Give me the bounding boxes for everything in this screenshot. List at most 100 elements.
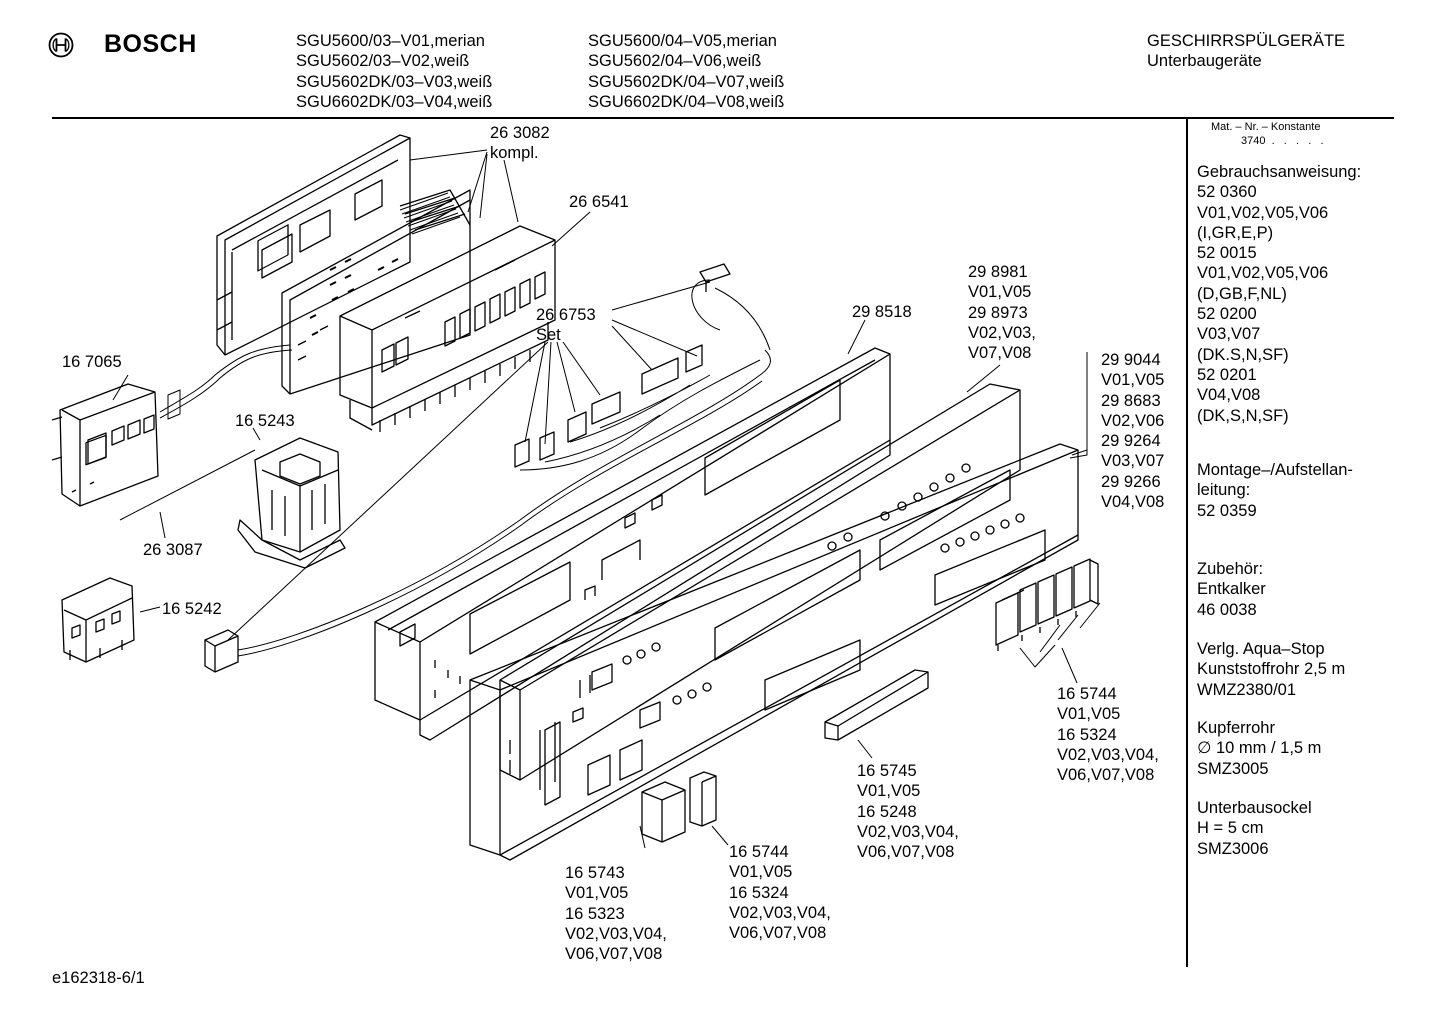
text-line: Kunststoffrohr 2,5 m (1197, 660, 1346, 679)
text-line: leitung: (1197, 481, 1251, 500)
text-line: 16 5743 (565, 864, 625, 882)
text-line: GESCHIRRSPÜLGERÄTE (1147, 32, 1346, 50)
text-line: SGU5602DK/04–V07,weiß (588, 72, 785, 91)
text-line: 16 5242 (162, 600, 222, 618)
text-line: kompl. (490, 144, 539, 163)
text-line: V06,V07,V08 (729, 924, 827, 943)
text-line: V02,V03, (968, 323, 1036, 342)
text-line: 29 8518 (852, 303, 912, 321)
ribbon-cable (399, 192, 461, 235)
text-line: SMZ3005 (1197, 759, 1269, 778)
text-line: 16 5744 (1057, 685, 1117, 703)
main-frame (374, 347, 891, 741)
text-line: V01,V05 (1057, 705, 1121, 724)
text-line: SMZ3006 (1197, 839, 1269, 858)
text-line: Unterbaugeräte (1147, 52, 1262, 71)
text-line: V01,V05 (565, 884, 629, 903)
text-line: V02,V03,V04, (1057, 745, 1159, 764)
text-line: SGU5602DK/03–V03,weiß (296, 72, 493, 91)
text-line: V02,V03,V04, (857, 822, 959, 841)
text-line: 16 5248 (857, 802, 917, 821)
connector-cable (159, 344, 293, 420)
text-line: 16 5324 (729, 883, 789, 902)
front-panel-outer (469, 443, 1079, 861)
text-line: V07,V08 (968, 344, 1032, 363)
text-line: SGU5600/04–V05,merian (588, 32, 777, 50)
text-line: V01,V05 (1101, 371, 1165, 390)
text-line: V01,V05 (968, 283, 1032, 302)
label-165242: 16 5242 (162, 599, 222, 619)
text-line: V04,V08 (1197, 386, 1261, 405)
text-line: Zubehör: (1197, 560, 1264, 578)
text-line: 52 0200 (1197, 305, 1257, 324)
text-line: 16 5243 (235, 412, 295, 430)
text-line: Set (536, 326, 561, 345)
wire-263087 (119, 449, 256, 521)
label-bracket (1071, 449, 1088, 456)
text-line: 16 5323 (565, 904, 625, 923)
control-module (339, 225, 556, 432)
text-line: V02,V06 (1101, 411, 1165, 430)
text-line: 26 6541 (569, 193, 629, 211)
text-line: Unterbausockel (1197, 799, 1312, 817)
front-panel-inner (499, 383, 1021, 790)
text-line: 52 0201 (1197, 365, 1257, 384)
text-line: SGU5602/03–V02,weiß (296, 52, 470, 71)
text-line: H = 5 cm (1197, 819, 1264, 838)
text-line: 16 7065 (62, 353, 122, 371)
text-line: 16 5324 (1057, 725, 1117, 744)
text-line: 26 3082 (490, 124, 550, 142)
text-line: (I,GR,E,P) (1197, 223, 1274, 242)
text-line: V06,V07,V08 (565, 945, 663, 964)
text-line: V06,V07,V08 (857, 843, 955, 862)
leader-lines (112, 149, 1101, 849)
text-line: 26 6753 (536, 306, 596, 324)
header-rule (52, 117, 1394, 119)
mat-nr-label: Mat. – Nr. – Konstante (1211, 121, 1321, 133)
text-line: SGU5600/03–V01,merian (296, 32, 485, 50)
button-set-right (995, 558, 1099, 651)
label-263087: 26 3087 (143, 540, 203, 560)
bosch-logo-icon (48, 32, 74, 58)
text-line: 29 8973 (968, 303, 1028, 322)
text-line: V06,V07,V08 (1057, 766, 1155, 785)
label-298518: 29 8518 (852, 302, 912, 322)
label-165243: 16 5243 (235, 411, 295, 431)
circuit-board (281, 189, 471, 395)
switch-housing (237, 437, 346, 569)
text-line: Kupferrohr (1197, 719, 1275, 737)
text-line: V04,V08 (1101, 493, 1165, 512)
sidebar-divider (1186, 117, 1188, 967)
text-line: SGU6602DK/04–V08,weiß (588, 92, 785, 111)
text-line: 52 0359 (1197, 501, 1257, 520)
text-line: 29 8683 (1101, 391, 1161, 410)
text-line: 29 9044 (1101, 351, 1161, 369)
exploded-diagram (51, 134, 1101, 861)
relay-block (61, 577, 135, 663)
text-line: V01,V05 (729, 863, 793, 882)
cover-strip (824, 669, 929, 741)
text-line: (D,GB,F,NL) (1197, 284, 1287, 303)
display-module (51, 383, 159, 507)
text-line: SGU5602/04–V06,weiß (588, 52, 762, 71)
label-266541: 26 6541 (569, 192, 629, 212)
button-pair (689, 771, 717, 827)
text-line: V01,V02,V05,V06 (1197, 264, 1329, 283)
button-single (641, 781, 686, 843)
text-line: V03,V07 (1197, 325, 1261, 344)
text-line: (DK.S,N,SF) (1197, 345, 1289, 364)
text-line: 52 0360 (1197, 183, 1257, 202)
text-line: WMZ2380/01 (1197, 680, 1297, 699)
text-line: Gebrauchsanweisung: (1197, 163, 1362, 181)
